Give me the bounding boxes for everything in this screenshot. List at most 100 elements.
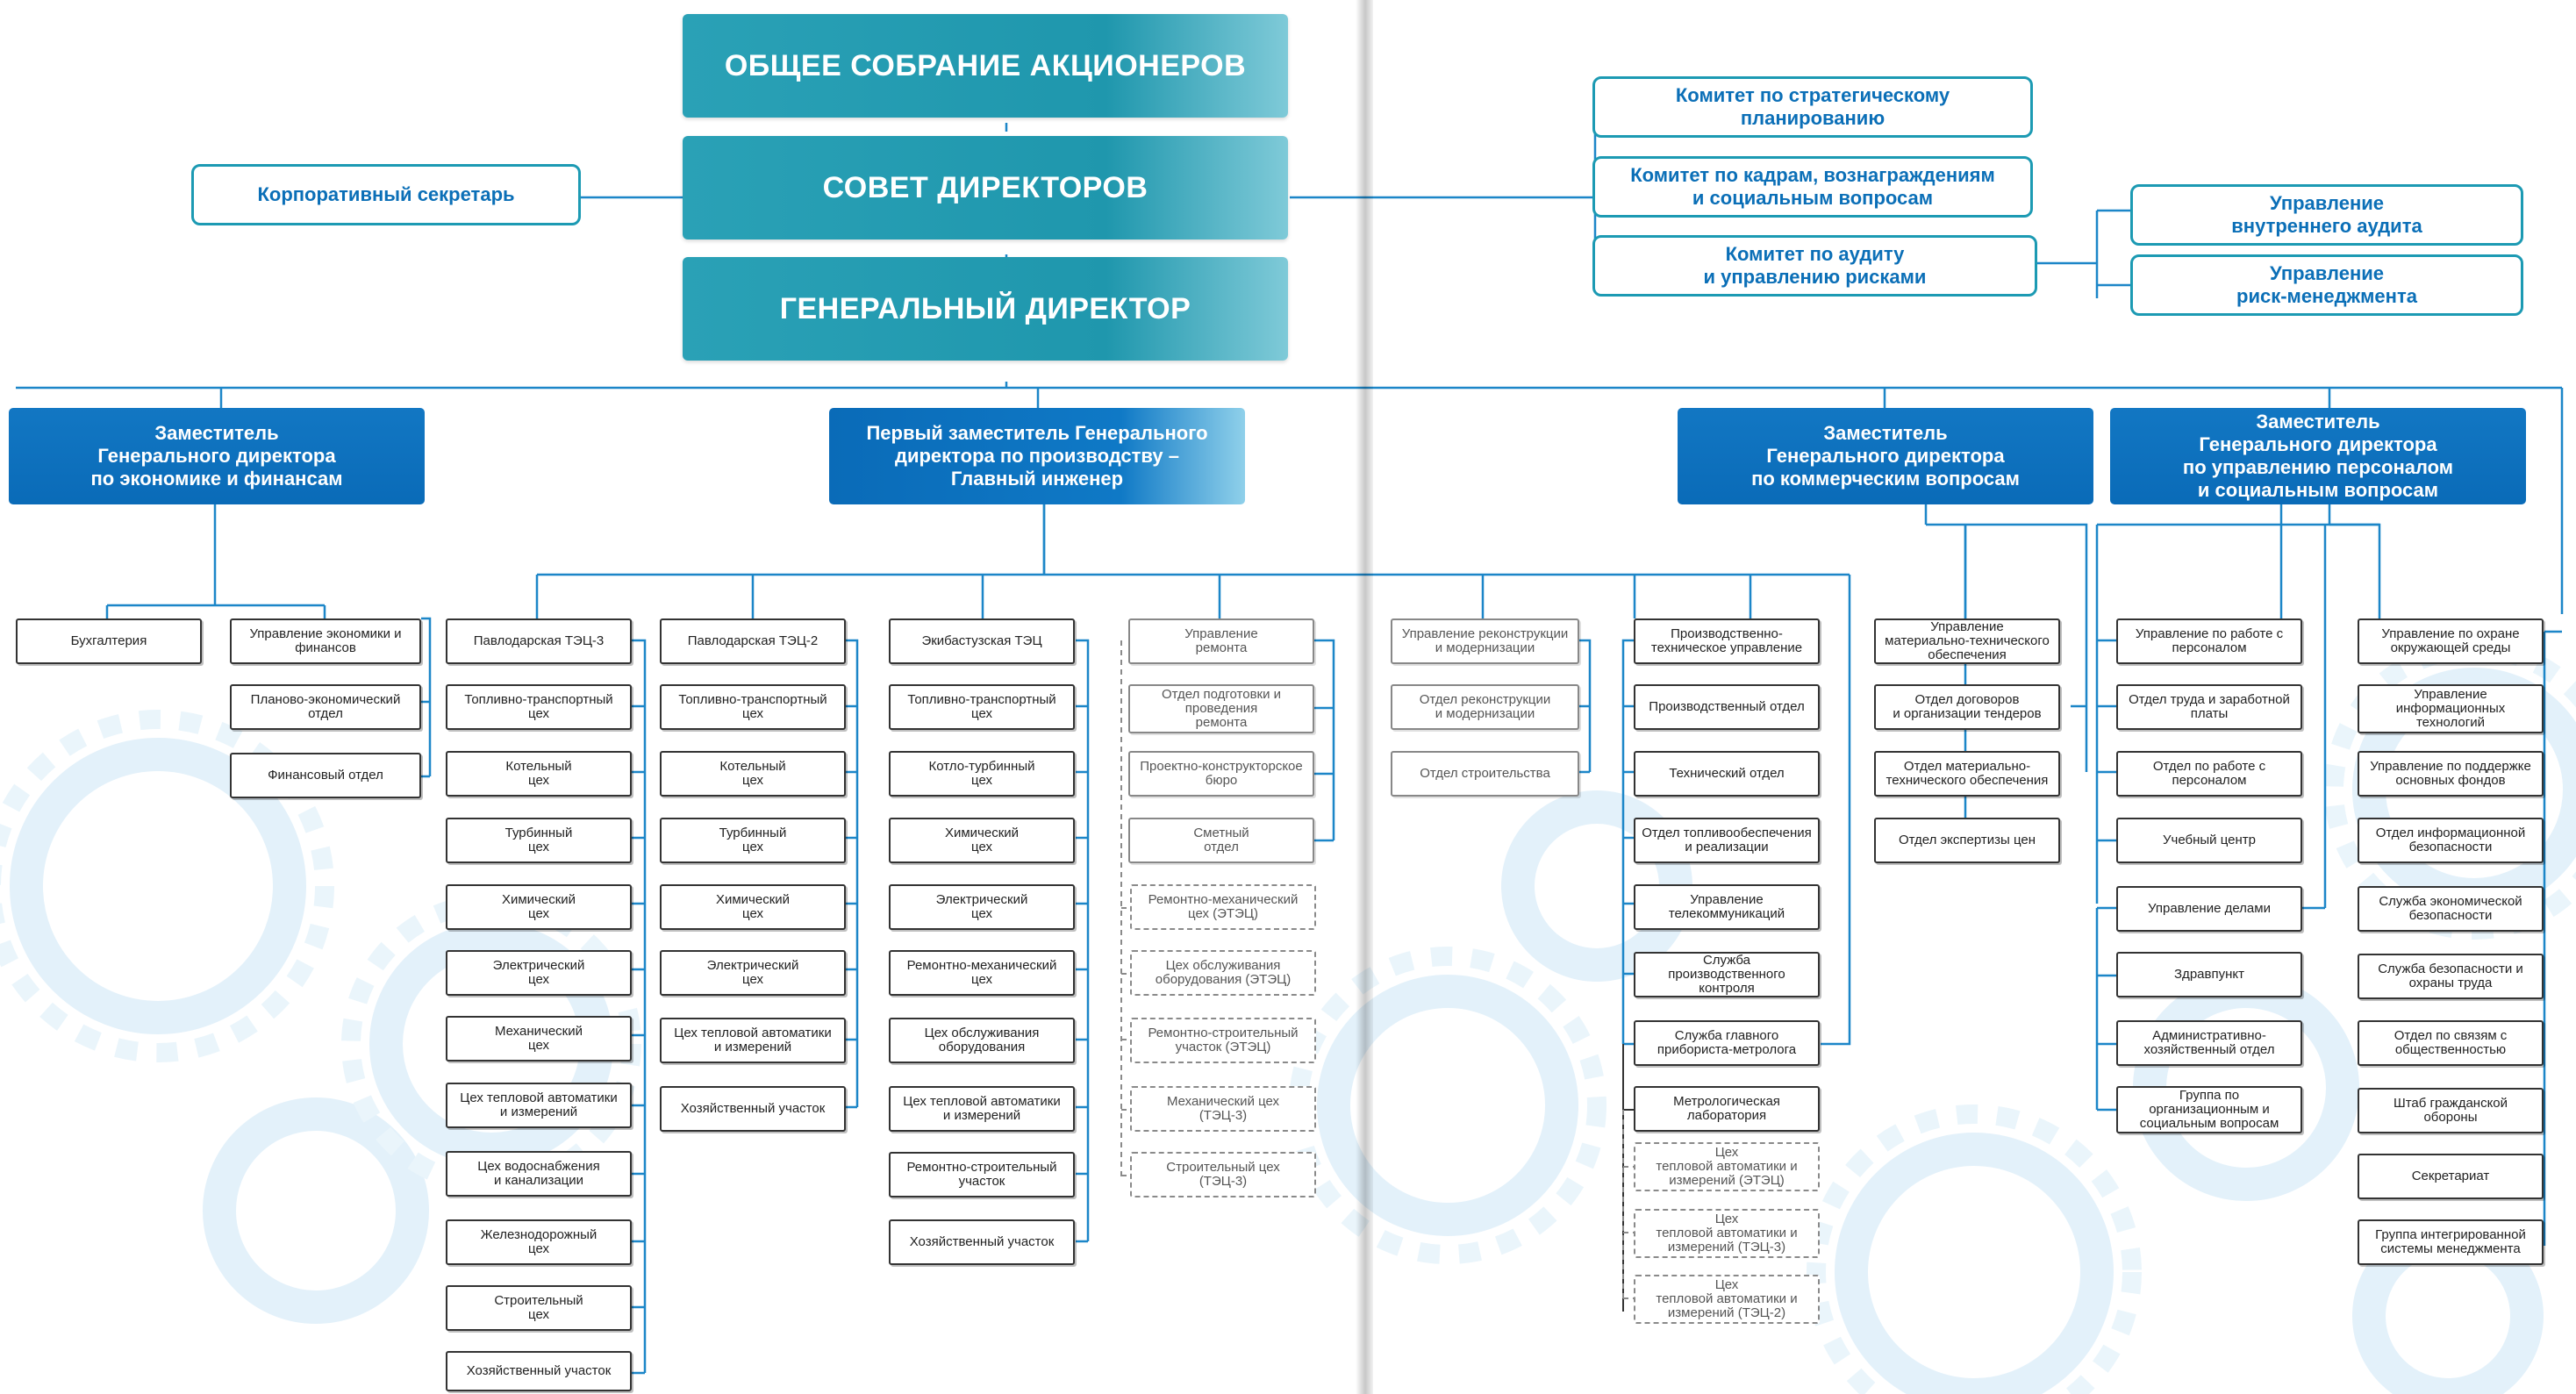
supply-unit-label: Отдел договоров и организации тендеров — [1893, 692, 2042, 721]
repair-unit-box: Проектно-конструкторское бюро — [1128, 751, 1314, 797]
tets2-unit-box: Котельный цех — [660, 751, 846, 797]
reconstruction-unit-box: Отдел строительства — [1391, 751, 1579, 797]
tets3-unit-label: Цех тепловой автоматики и измерений — [460, 1090, 618, 1119]
tets2-unit-box: Электрический цех — [660, 950, 846, 996]
shareholders-meeting-box: ОБЩЕЕ СОБРАНИЕ АКЦИОНЕРОВ — [683, 14, 1288, 118]
etets-unit-label: Цех тепловой автоматики и измерений — [903, 1094, 1061, 1123]
etets-unit-label: Электрический цех — [935, 892, 1028, 921]
supply-unit-label: Отдел экспертизы цен — [1898, 833, 2036, 847]
etets-unit-box: Ремонтно-строительный участок — [889, 1152, 1075, 1197]
supply-unit-box: Отдел экспертизы цен — [1874, 818, 2060, 863]
accounting-box: Бухгалтерия — [16, 618, 202, 664]
supply-head-box: Управление материально-технического обес… — [1874, 618, 2060, 664]
etets-unit-label: Котло-турбинный цех — [928, 759, 1035, 788]
econ-unit-box: Управление экономики и финансов — [230, 618, 421, 664]
env-unit-box: Штаб гражданской обороны — [2358, 1088, 2544, 1133]
accounting-label: Бухгалтерия — [70, 633, 147, 648]
repair-dashed-box: Цех обслуживания оборудования (ЭТЭЦ) — [1130, 950, 1316, 996]
tets2-unit-label: Цех тепловой автоматики и измерений — [674, 1026, 832, 1054]
committee-strategy-label: Комитет по стратегическому планированию — [1675, 84, 1950, 129]
repair-head-label: Управление ремонта — [1184, 626, 1258, 655]
tets3-head-label: Павлодарская ТЭЦ-3 — [473, 633, 605, 648]
etets-unit-box: Хозяйственный участок — [889, 1219, 1075, 1265]
repair-unit-label: Отдел подготовки и проведения ремонта — [1161, 687, 1282, 730]
econ-unit-label: Финансовый отдел — [268, 768, 383, 783]
supply-head-label: Управление материально-технического обес… — [1885, 619, 2050, 662]
tets2-unit-label: Хозяйственный участок — [680, 1101, 826, 1116]
tets3-unit-box: Хозяйственный участок — [446, 1351, 632, 1391]
affairs-unit-box: Здравпункт — [2116, 952, 2302, 997]
etets-unit-label: Ремонтно-механический цех — [906, 958, 1057, 987]
repair-unit-label: Сметный отдел — [1193, 826, 1249, 854]
tets3-unit-box: Цех водоснабжения и канализации — [446, 1151, 632, 1197]
supply-unit-box: Отдел договоров и организации тендеров — [1874, 684, 2060, 730]
deputy-commercial-label: Заместитель Генерального директора по ко… — [1751, 422, 2020, 490]
page-fold — [1356, 0, 1373, 1394]
tets3-unit-box: Механический цех — [446, 1016, 632, 1062]
etets-unit-label: Цех обслуживания оборудования — [924, 1026, 1040, 1054]
metrology-lab-box: Метрологическая лаборатория — [1634, 1086, 1820, 1132]
tets2-unit-label: Химический цех — [715, 892, 791, 921]
repair-dashed-label: Цех обслуживания оборудования (ЭТЭЦ) — [1155, 958, 1292, 987]
corporate-secretary-box: Корпоративный секретарь — [191, 164, 581, 225]
tets2-head-label: Павлодарская ТЭЦ-2 — [687, 633, 819, 648]
reconstruction-unit-box: Отдел реконструкции и модернизации — [1391, 684, 1579, 730]
etets-unit-box: Химический цех — [889, 818, 1075, 863]
hr-head-box: Управление по работе с персоналом — [2116, 618, 2302, 664]
env-unit-box: Секретариат — [2358, 1154, 2544, 1199]
etets-unit-box: Электрический цех — [889, 884, 1075, 930]
tets2-unit-box: Хозяйственный участок — [660, 1086, 846, 1132]
tets3-unit-label: Цех водоснабжения и канализации — [477, 1159, 600, 1188]
tets3-unit-label: Топливно-транспортный цех — [464, 692, 613, 721]
hr-unit-label: Отдел труда и заработной платы — [2129, 692, 2290, 721]
etets-unit-label: Ремонтно-строительный участок — [906, 1160, 1057, 1189]
tets3-unit-box: Цех тепловой автоматики и измерений — [446, 1083, 632, 1128]
supply-unit-label: Отдел материально- технического обеспече… — [1885, 759, 2049, 788]
tets3-unit-label: Хозяйственный участок — [466, 1363, 612, 1378]
risk-management-box: Управление риск-менеджмента — [2130, 254, 2523, 316]
deputy-personnel-label: Заместитель Генерального директора по уп… — [2182, 411, 2454, 501]
board-of-directors-label: СОВЕТ ДИРЕКТОРОВ — [822, 170, 1148, 204]
general-director-box: ГЕНЕРАЛЬНЫЙ ДИРЕКТОР — [683, 257, 1288, 361]
repair-dashed-box: Строительный цех (ТЭЦ-3) — [1130, 1152, 1316, 1197]
env-unit-label: Служба экономической безопасности — [2379, 894, 2522, 923]
ptu-dashed-label: Цех тепловой автоматики и измерений (ЭТЭ… — [1656, 1145, 1798, 1188]
ptu-head-box: Производственно- техническое управление — [1634, 618, 1820, 664]
affairs-unit-box: Группа по организационным и социальным в… — [2116, 1086, 2302, 1133]
deputy-commercial-box: Заместитель Генерального директора по ко… — [1678, 408, 2093, 504]
env-unit-label: Управление по поддержке основных фондов — [2370, 759, 2531, 788]
tets2-unit-box: Топливно-транспортный цех — [660, 684, 846, 730]
env-unit-box: Служба безопасности и охраны труда — [2358, 954, 2544, 999]
env-unit-box: Управление по поддержке основных фондов — [2358, 751, 2544, 797]
tets3-unit-box: Электрический цех — [446, 950, 632, 996]
tets2-unit-label: Котельный цех — [719, 759, 786, 788]
tets3-unit-box: Строительный цех — [446, 1285, 632, 1331]
env-unit-box: Отдел по связям с общественностью — [2358, 1020, 2544, 1066]
env-unit-label: Штаб гражданской обороны — [2393, 1096, 2508, 1125]
hr-unit-label: Отдел по работе с персоналом — [2152, 759, 2266, 788]
ptu-dashed-box: Цех тепловой автоматики и измерений (ТЭЦ… — [1634, 1209, 1820, 1258]
internal-audit-label: Управление внутреннего аудита — [2231, 192, 2422, 237]
ptu-dashed-label: Цех тепловой автоматики и измерений (ТЭЦ… — [1656, 1212, 1798, 1255]
repair-dashed-label: Механический цех (ТЭЦ-3) — [1166, 1094, 1280, 1123]
env-unit-box: Отдел информационной безопасности — [2358, 818, 2544, 863]
tets2-unit-label: Топливно-транспортный цех — [678, 692, 827, 721]
tets3-unit-box: Химический цех — [446, 884, 632, 930]
affairs-unit-box: Административно- хозяйственный отдел — [2116, 1020, 2302, 1066]
committee-personnel-box: Комитет по кадрам, вознаграждениям и соц… — [1592, 156, 2033, 218]
committee-personnel-label: Комитет по кадрам, вознаграждениям и соц… — [1630, 164, 1995, 209]
ptu-unit-box: Технический отдел — [1634, 751, 1820, 797]
etets-unit-label: Хозяйственный участок — [909, 1234, 1055, 1249]
ptu-dashed-box: Цех тепловой автоматики и измерений (ЭТЭ… — [1634, 1142, 1820, 1191]
tets2-unit-box: Цех тепловой автоматики и измерений — [660, 1018, 846, 1063]
econ-unit-label: Управление экономики и финансов — [249, 626, 402, 655]
ptu-unit-box: Производственный отдел — [1634, 684, 1820, 730]
repair-dashed-label: Ремонтно-механический цех (ЭТЭЦ) — [1148, 892, 1299, 921]
env-unit-label: Отдел по связям с общественностью — [2394, 1028, 2508, 1057]
env-unit-label: Группа интегрированной системы менеджмен… — [2375, 1227, 2526, 1256]
affairs-unit-label: Группа по организационным и социальным в… — [2139, 1088, 2279, 1131]
hr-head-label: Управление по работе с персоналом — [2135, 626, 2284, 655]
reconstruction-head-label: Управление реконструкции и модернизации — [1401, 626, 1569, 655]
econ-unit-box: Планово-экономический отдел — [230, 684, 421, 730]
reconstruction-unit-label: Отдел строительства — [1420, 766, 1550, 781]
